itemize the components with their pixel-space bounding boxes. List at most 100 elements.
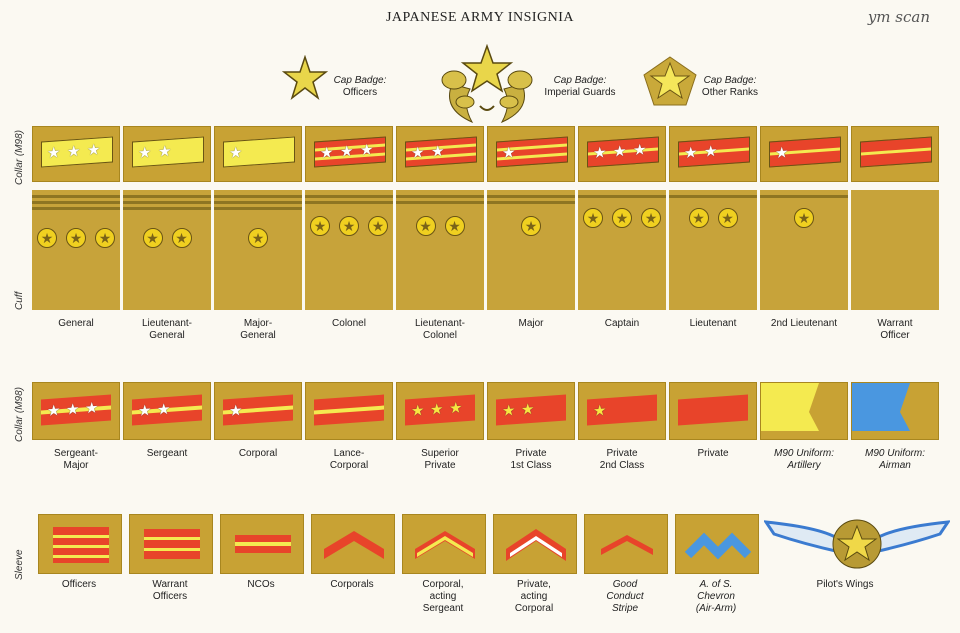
cuff-braid [760, 195, 848, 198]
officer-rank-label: Lieutenant [689, 318, 737, 329]
imperial-guards-wreath-icon [441, 44, 533, 124]
gold-stripe [861, 147, 931, 156]
officer-rank-label: Lieutenant-General [141, 318, 193, 341]
cuff-braid [396, 195, 484, 198]
gold-star-icon: ★ [66, 228, 86, 248]
star-icon: ★ [87, 141, 101, 160]
cuff-braid [487, 201, 575, 204]
gold-star-icon: ★ [248, 228, 268, 248]
cap-badge-title: Cap Badge: [553, 75, 607, 86]
collar-tab: ★ [496, 136, 568, 168]
enlisted-rank-label: M90 Uniform:Airman [864, 448, 925, 471]
collar-patch: ★ [214, 382, 302, 440]
collar-tab: ★ [769, 136, 841, 168]
gold-star-icon: ★ [142, 228, 163, 248]
star-icon: ★ [633, 141, 647, 160]
star-icon: ★ [229, 402, 243, 421]
star-icon: ★ [47, 144, 61, 163]
corporal-chevron-icon [324, 531, 384, 559]
star-icon: ★ [449, 399, 463, 418]
cuff-patch: ★★★ [32, 190, 120, 310]
collar-patch: ★ [578, 382, 666, 440]
sleeve-patch [493, 514, 577, 574]
acting-sergeant-chevron-icon [415, 531, 475, 559]
star-icon: ★ [684, 144, 698, 163]
sleeve-insignia-label: Corporals [330, 579, 374, 590]
officer-rank-label: Major [518, 318, 544, 329]
row-label-sleeve: Sleeve [14, 549, 25, 580]
star-icon: ★ [430, 400, 444, 419]
collar-tab: ★ ★ ★ [587, 136, 659, 168]
sleeve-patch [38, 514, 122, 574]
star-icon: ★ [613, 142, 627, 161]
star-icon: ★ [138, 144, 152, 163]
star-icon: ★ [593, 144, 607, 163]
cuff-braid [123, 195, 211, 198]
cap-badge-officers-label: Cap Badge:Officers [330, 75, 390, 99]
pilots-wings-icon [764, 519, 950, 569]
sleeve-patch [675, 514, 759, 574]
gold-star-icon: ★ [794, 208, 814, 228]
star-icon: ★ [502, 144, 516, 163]
cuff-braid [669, 195, 757, 198]
gold-star-icon: ★ [583, 208, 603, 228]
cap-badge-sub: Officers [342, 87, 378, 98]
collar-tab: ★★ [405, 136, 477, 168]
sleeve-insignia-label: NCOs [247, 579, 275, 590]
cuff-patch: ★★ [123, 190, 211, 310]
collar-patch: ★ ★ ★ [396, 382, 484, 440]
cuff-braid [305, 195, 393, 198]
cuff-braid [487, 195, 575, 198]
row-label-cuff: Cuff [14, 291, 25, 310]
collar-tab: ★★ [496, 394, 566, 426]
gold-star-icon: ★ [310, 216, 330, 236]
star-icon: ★ [775, 144, 789, 163]
star-icon: ★ [340, 142, 354, 161]
star-icon: ★ [66, 400, 80, 419]
sleeve-patch [311, 514, 395, 574]
artillery-swallowtail-icon [761, 383, 819, 431]
cuff-braid [123, 201, 211, 204]
airman-swallowtail-icon [852, 383, 910, 431]
collar-patch: ★★ [123, 382, 211, 440]
cuff-braid [396, 201, 484, 204]
officer-rank-label: General [58, 318, 94, 329]
gold-star-icon: ★ [444, 216, 465, 236]
cuff-patch: ★ [487, 190, 575, 310]
collar-patch [851, 382, 939, 440]
sleeve-patch [584, 514, 668, 574]
collar-tab [678, 394, 748, 426]
collar-patch: ★★ [669, 126, 757, 182]
star-icon: ★ [85, 399, 99, 418]
cap-badge-title: Cap Badge: [333, 75, 387, 86]
star-icon: ★ [67, 142, 81, 161]
officer-sleeve-stripes-icon [53, 527, 109, 563]
nco-sleeve-stripe-icon [235, 535, 291, 553]
cuff-braid [32, 201, 120, 204]
gold-star-icon: ★ [641, 208, 661, 228]
star-icon: ★ [138, 402, 152, 421]
sleeve-patch [129, 514, 213, 574]
cap-badge-sub: Other Ranks [701, 87, 759, 98]
collar-patch: ★★★ [305, 126, 393, 182]
star-icon: ★ [411, 144, 425, 163]
gold-star-icon: ★ [521, 216, 541, 236]
officer-rank-label: 2nd Lieutenant [770, 318, 838, 329]
cuff-braid [32, 195, 120, 198]
collar-patch: ★★ [123, 126, 211, 182]
star-icon: ★ [411, 402, 425, 421]
collar-patch: ★★ [396, 126, 484, 182]
enlisted-rank-label: Private [697, 448, 729, 459]
page-title: JAPANESE ARMY INSIGNIA [385, 10, 575, 25]
enlisted-rank-label: Sergeant-Major [54, 448, 98, 471]
gold-star-icon: ★ [95, 228, 115, 248]
collar-tab: ★★ [132, 394, 202, 426]
sleeve-patch [220, 514, 304, 574]
cuff-braid [214, 201, 302, 204]
officer-rank-label: Major-General [240, 318, 276, 341]
cuff-braid [214, 207, 302, 210]
